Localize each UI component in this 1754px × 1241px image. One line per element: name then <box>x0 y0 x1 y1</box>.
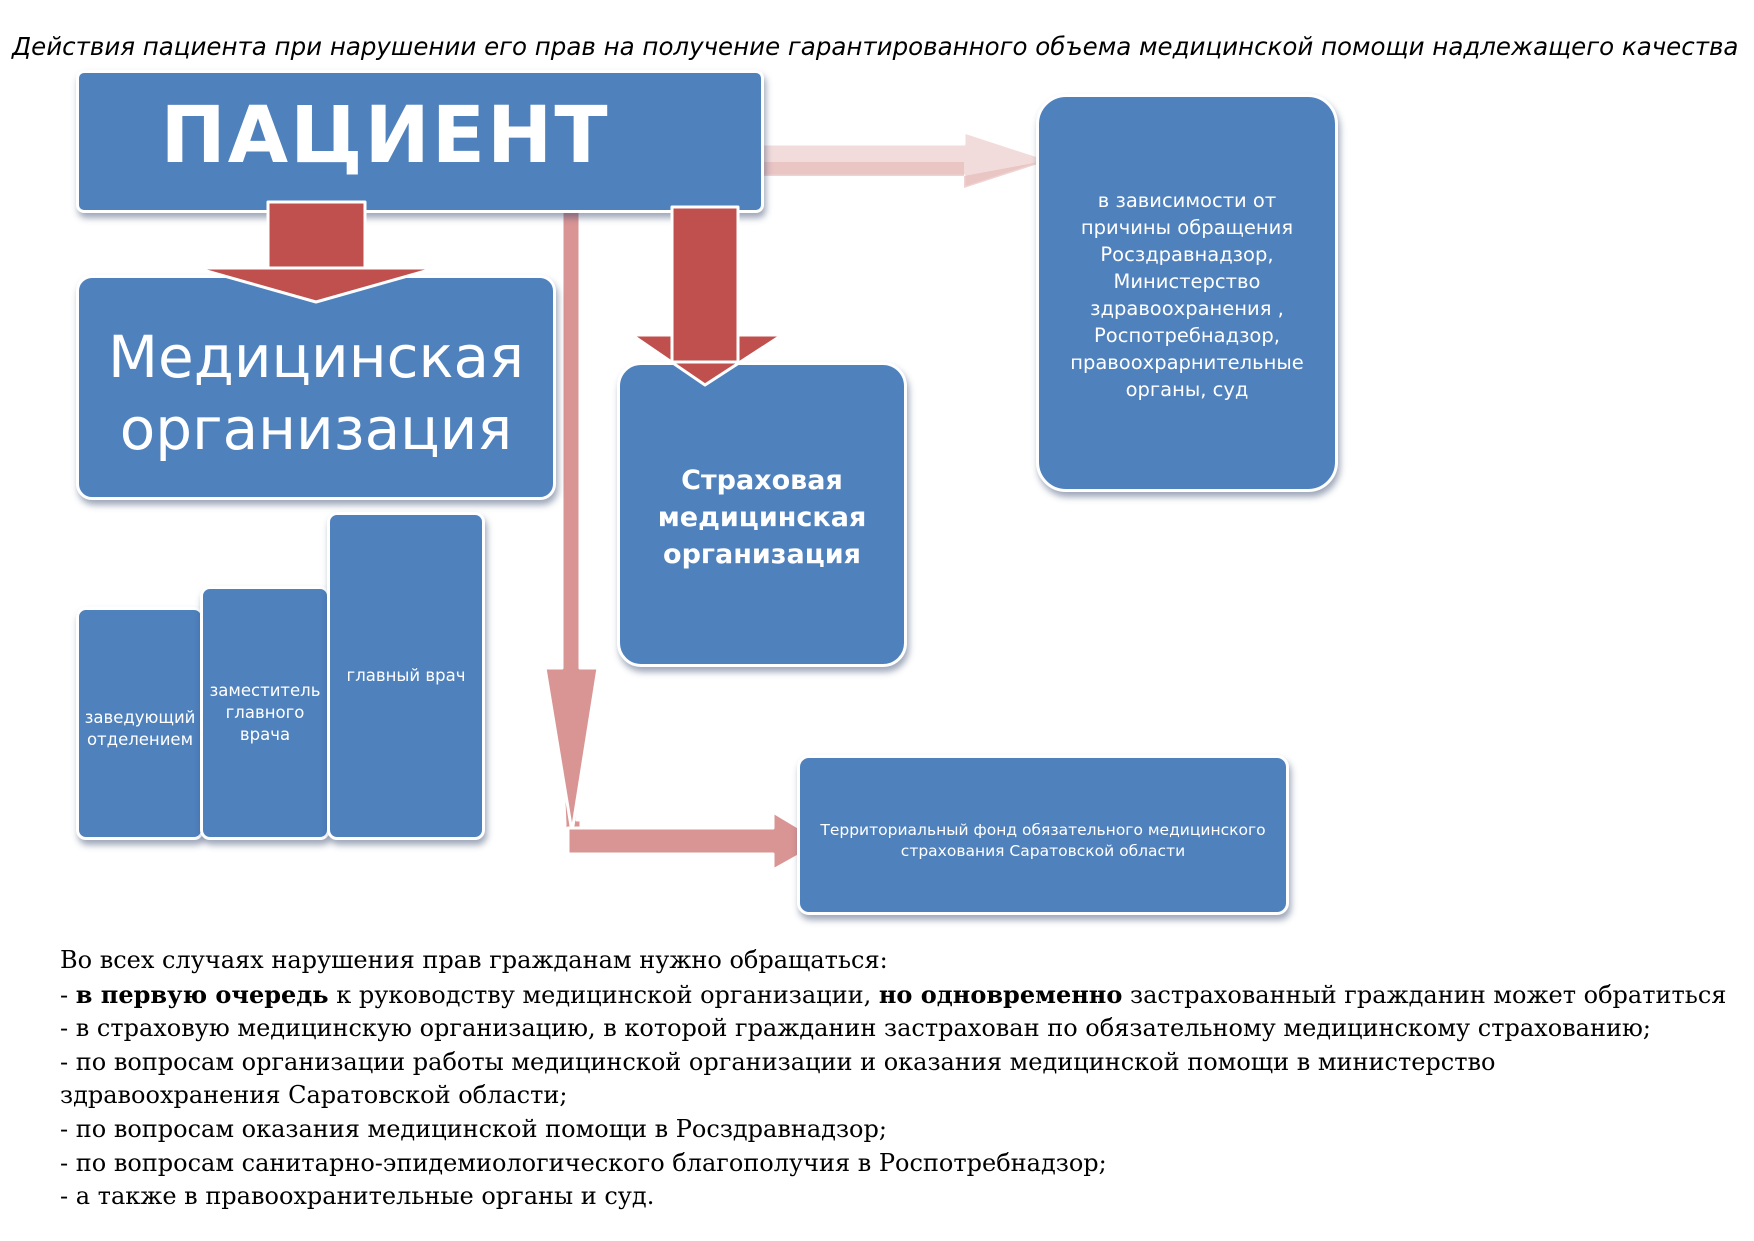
insurance-organization-box: Страховая медицинская организация <box>617 362 907 667</box>
patient-label: ПАЦИЕНТ <box>160 91 610 181</box>
medorg-line2: организация <box>119 394 513 463</box>
text-line-2-mid: к руководству медицинской организации, <box>328 980 879 1009</box>
authorities-line5: здравоохранения , <box>1090 297 1284 320</box>
text-line-3: - в страховую медицинскую организацию, в… <box>60 1014 1651 1043</box>
level3-line1: главный врач <box>346 666 466 685</box>
fund-line2: страхования Саратовской области <box>900 842 1186 860</box>
text-line-2-prefix: - <box>60 980 76 1009</box>
level2-line1: заместитель <box>209 681 321 700</box>
page-title: Действия пациента при нарушении его прав… <box>12 32 1739 61</box>
text-line-7: - по вопросам санитарно-эпидемиологическ… <box>60 1148 1107 1177</box>
level-chief-doctor: главный врач <box>327 512 485 840</box>
authorities-line6: Роспотребнадзор, <box>1094 324 1280 347</box>
instructions-text: Во всех случаях нарушения прав гражданам… <box>60 944 1750 1214</box>
insurer-line3: организация <box>663 539 861 570</box>
authorities-line2: причины обращения <box>1080 216 1294 239</box>
authorities-line4: Министерство <box>1113 270 1261 293</box>
text-line-2: - в первую очередь к руководству медицин… <box>60 978 1750 1013</box>
level1-line2: отделением <box>86 729 194 749</box>
authorities-line8: органы, суд <box>1125 378 1249 401</box>
fund-line1: Территориальный фонд обязательного медиц… <box>820 821 1266 839</box>
patient-box: ПАЦИЕНТ <box>76 70 764 213</box>
text-line-2-suffix: застрахованный гражданин может обратитьс… <box>1122 980 1727 1009</box>
text-line-1: Во всех случаях нарушения прав гражданам… <box>60 946 888 974</box>
territorial-fund-box: Территориальный фонд обязательного медиц… <box>797 755 1289 915</box>
authorities-box: в зависимости от причины обращения Росзд… <box>1036 94 1338 492</box>
authorities-line1: в зависимости от <box>1097 189 1277 212</box>
level-deputy-chief: заместитель главного врача <box>200 586 330 840</box>
insurer-line2: медицинская <box>657 502 867 533</box>
medorg-line1: Медицинская <box>108 322 524 391</box>
level2-line3: врача <box>239 725 291 744</box>
insurer-line1: Страховая <box>681 465 843 496</box>
level1-line1: заведующий <box>84 707 196 727</box>
text-line-4: - по вопросам организации работы медицин… <box>60 1047 1496 1076</box>
text-line-2-bold1: в первую очередь <box>75 979 329 1009</box>
level2-line2: главного <box>225 703 305 722</box>
medical-organization-box: Медицинская организация <box>76 275 556 500</box>
authorities-line7: правоохрарнительные <box>1070 351 1304 374</box>
text-line-2-bold2: но одновременно <box>878 979 1123 1009</box>
arrow-patient-down-light <box>543 208 600 834</box>
authorities-line3: Росздравнадзор, <box>1100 243 1274 266</box>
text-line-5: здравоохранения Саратовской области; <box>60 1081 568 1110</box>
level-department-head: заведующий отделением <box>76 607 204 840</box>
text-line-8: - а также в правоохранительные органы и … <box>60 1182 655 1211</box>
text-line-6: - по вопросам оказания медицинской помощ… <box>60 1114 887 1143</box>
